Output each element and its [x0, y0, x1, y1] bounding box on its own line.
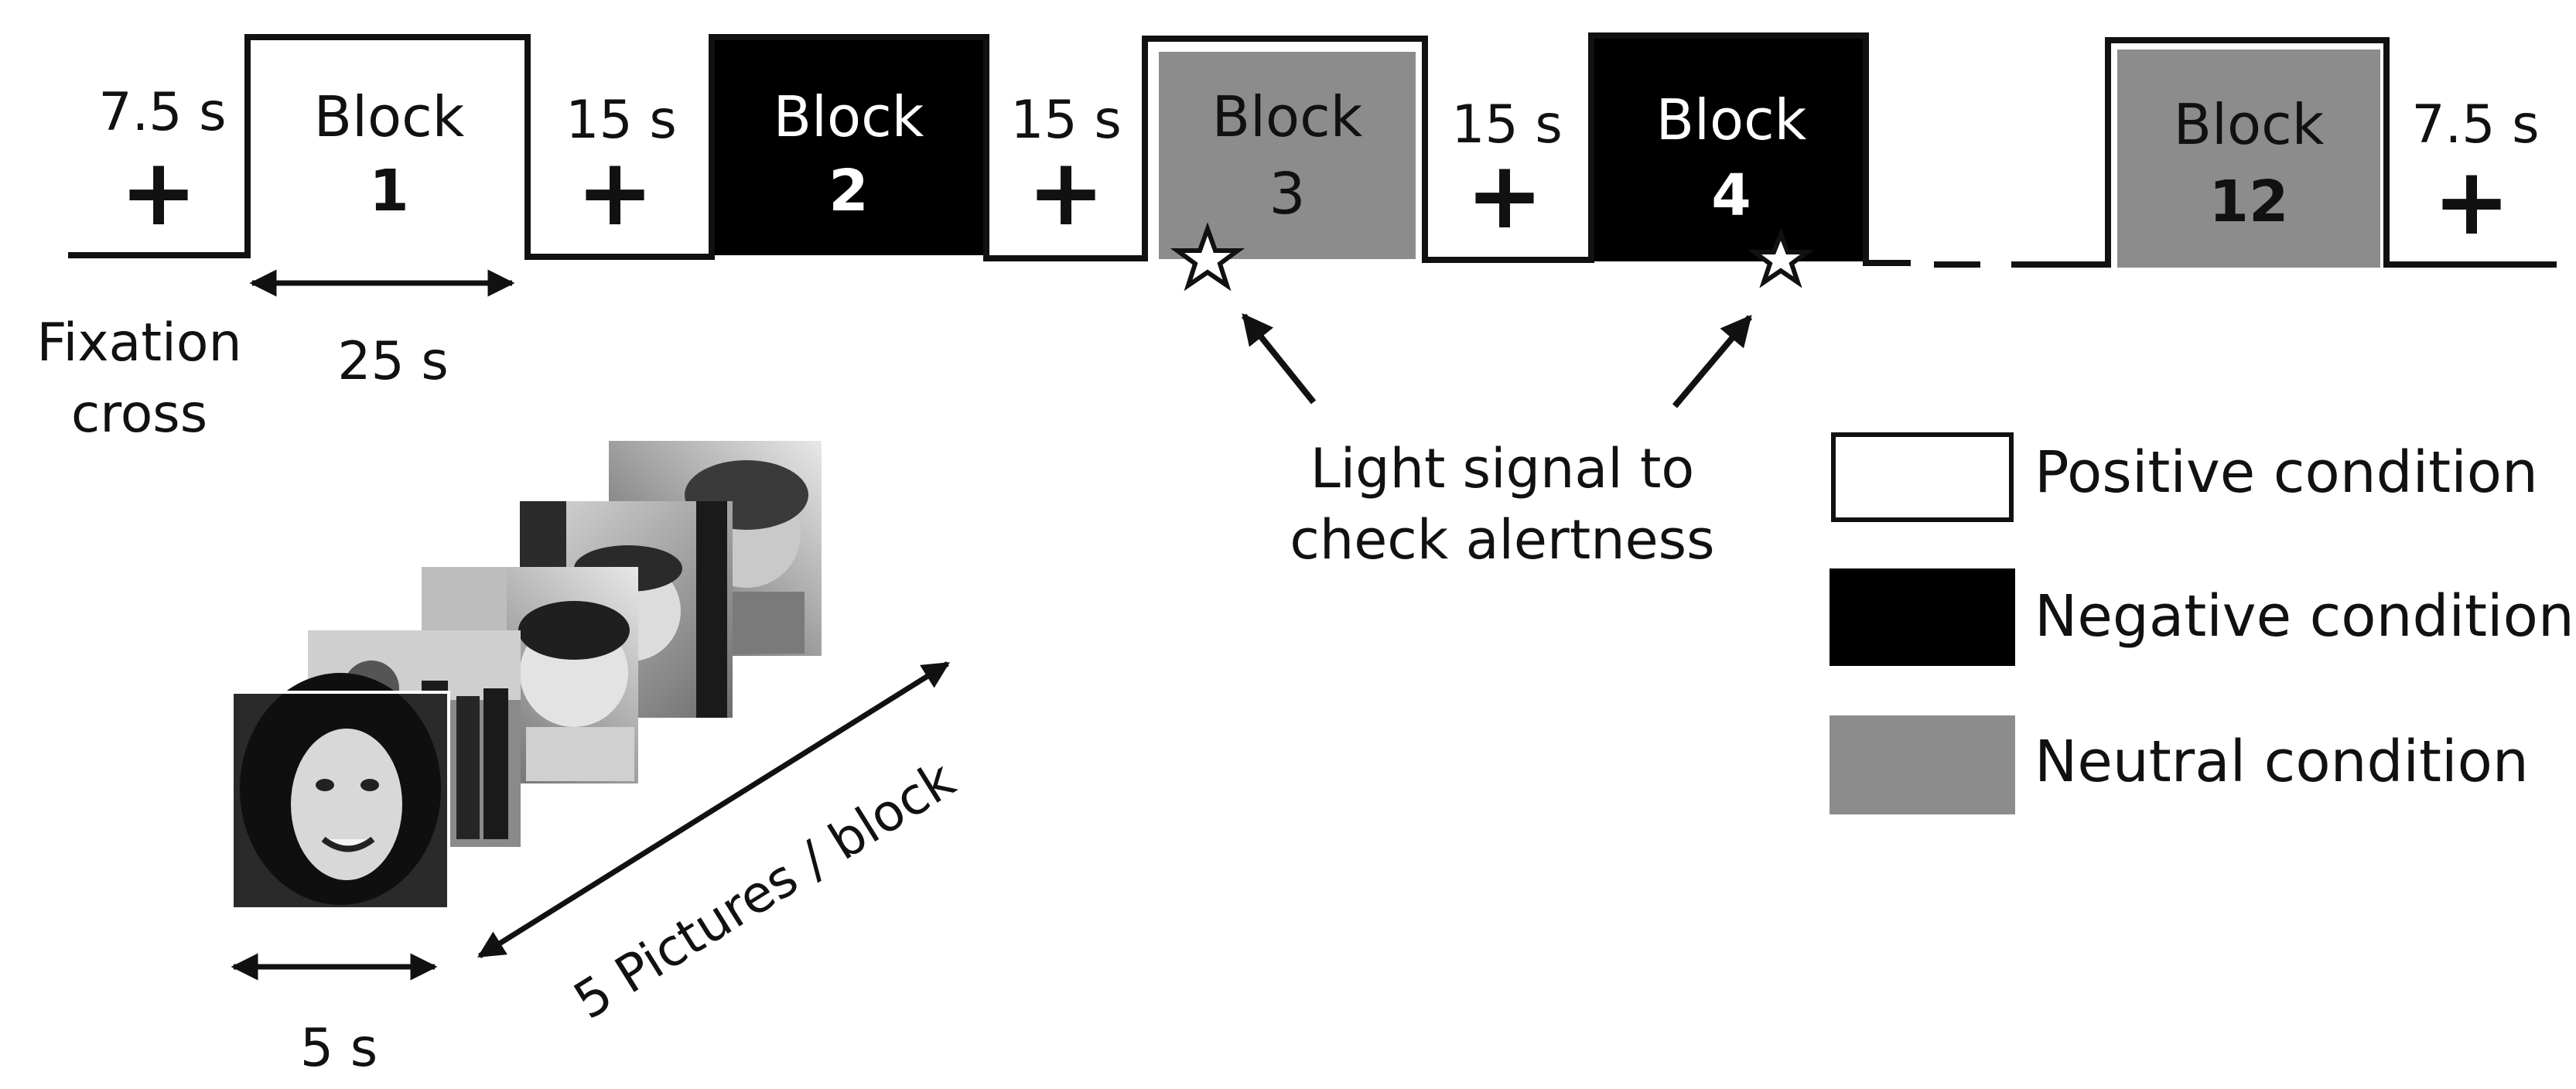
legend-positive-swatch — [1831, 432, 2014, 522]
gap2-duration: 15 s — [1010, 90, 1122, 151]
fixation-cross-start: + — [120, 139, 198, 247]
pictures-per-block-arrow — [477, 661, 950, 958]
block-3-title: Block — [1212, 84, 1363, 149]
block-2-title: Block — [774, 84, 924, 149]
light-signal-label-line2: check alertness — [1290, 508, 1714, 572]
fixation-cross-end: + — [2433, 148, 2511, 256]
start-duration: 7.5 s — [98, 82, 226, 143]
block-12-box — [2117, 50, 2380, 268]
timeline-line — [68, 32, 1911, 266]
block-4-number: 4 — [1711, 162, 1751, 229]
gap1-duration: 15 s — [565, 90, 677, 151]
light-signal-star-block4 — [1748, 227, 1814, 288]
fixation-cross-gap3: + — [1466, 142, 1544, 250]
block-12-title: Block — [2174, 92, 2325, 157]
picture-duration-label: 5 s — [300, 1018, 378, 1079]
block-2-box — [715, 40, 983, 255]
timeline-line-end — [2034, 37, 2557, 268]
light-signal-arrow-left — [1241, 312, 1317, 405]
block-12-number: 12 — [2209, 169, 2289, 235]
pictures-per-block-label: 5 Pictures / block — [564, 749, 965, 1031]
fixation-cross-gap1: + — [576, 139, 654, 247]
block-1-title: Block — [314, 84, 465, 149]
end-duration: 7.5 s — [2411, 94, 2539, 155]
fixation-label-line1: Fixation — [36, 312, 241, 374]
light-signal-star-block3 — [1170, 222, 1245, 292]
picture-stack — [231, 441, 822, 910]
block-3-box — [1154, 47, 1420, 264]
legend-neutral-swatch — [1830, 715, 2015, 814]
block-1-box — [251, 40, 524, 254]
legend-positive-label: Positive condition — [2034, 439, 2538, 506]
fixation-label-line2: cross — [71, 384, 207, 445]
legend-negative-swatch — [1830, 568, 2015, 666]
legend-neutral-label: Neutral condition — [2034, 729, 2529, 795]
block-4-title: Block — [1656, 87, 1807, 152]
legend-negative-label: Negative condition — [2034, 583, 2574, 650]
block-2-number: 2 — [828, 158, 869, 224]
light-signal-arrow-right — [1672, 314, 1753, 408]
block-3-number: 3 — [1269, 161, 1305, 227]
fixation-cross-gap2: + — [1027, 139, 1105, 247]
block-duration-label: 25 s — [337, 331, 449, 392]
block-4-box — [1594, 39, 1863, 261]
light-signal-label-line1: Light signal to — [1310, 437, 1695, 500]
picture-1-image — [231, 673, 450, 910]
block-1-number: 1 — [369, 158, 409, 224]
gap3-duration: 15 s — [1451, 94, 1563, 155]
